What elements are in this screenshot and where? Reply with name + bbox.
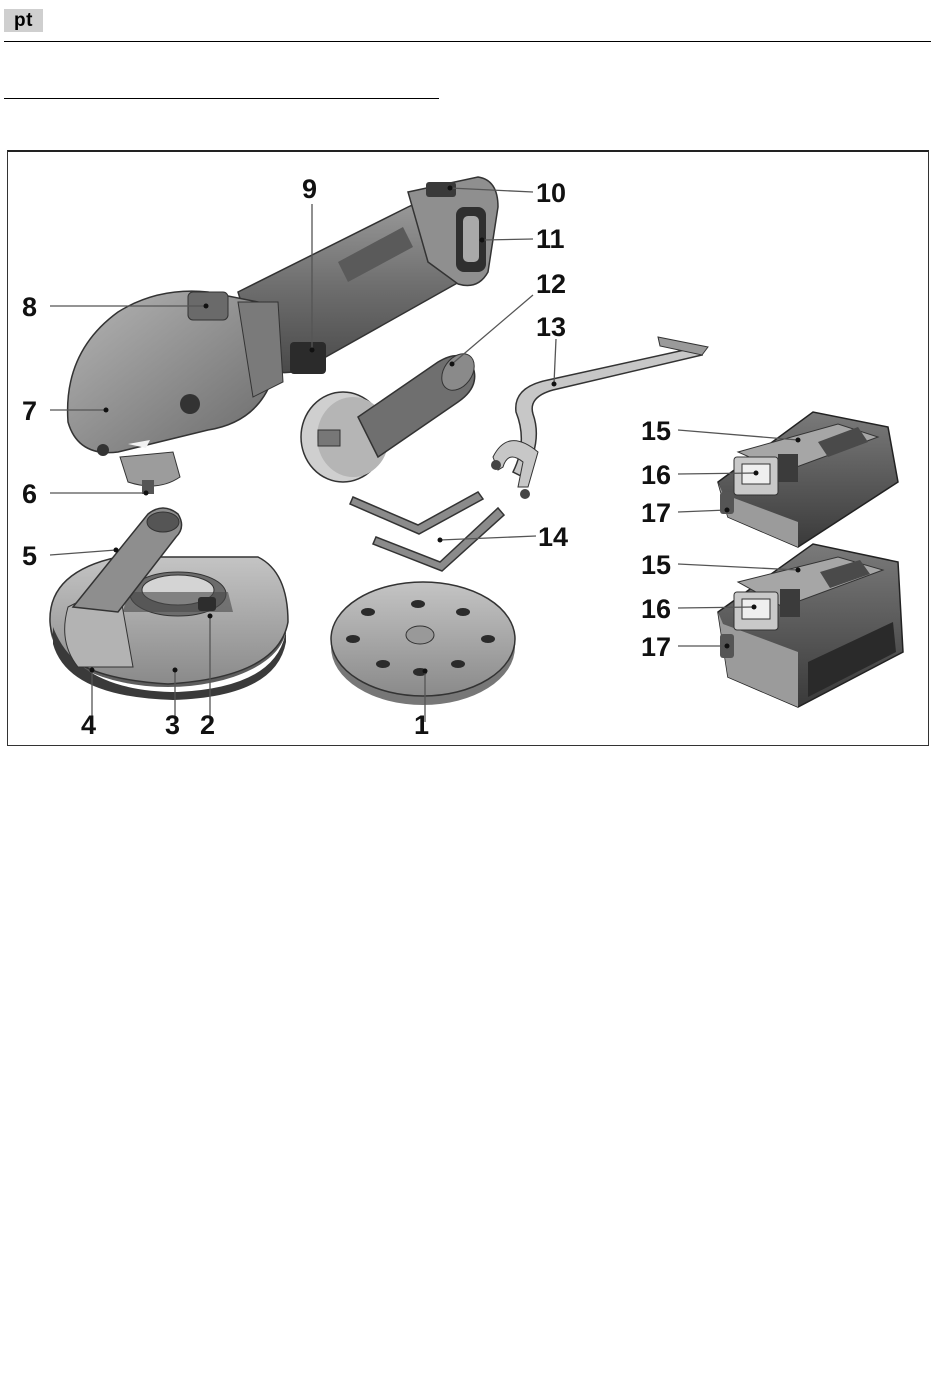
spanner-drawing: [491, 337, 708, 499]
angle-grinder-drawing: [68, 177, 498, 494]
callout-15-top: 15: [641, 416, 671, 446]
callout-7: 7: [22, 396, 37, 426]
battery-pack-small-drawing: [718, 412, 898, 547]
callout-5: 5: [22, 541, 37, 571]
callout-17-top: 17: [641, 498, 671, 528]
callout-10: 10: [536, 178, 566, 208]
language-tag: pt: [4, 9, 43, 32]
callout-11: 11: [536, 224, 565, 254]
callout-17-bottom: 17: [641, 632, 671, 662]
callout-8: 8: [22, 292, 37, 322]
callout-6: 6: [22, 479, 37, 509]
backing-pad-drawing: [331, 582, 515, 705]
section-rule: [4, 98, 439, 99]
callout-15-bottom: 15: [641, 550, 671, 580]
allen-keys-drawing: [350, 492, 504, 571]
callout-16-top: 16: [641, 460, 671, 490]
battery-pack-large-drawing: [718, 544, 903, 707]
callout-3: 3: [165, 710, 180, 740]
product-illustration: 1 2 3 4 5 6 7 8 9 10 11 12 13 14 15 16 1…: [7, 150, 929, 746]
callout-9: 9: [302, 174, 317, 204]
callout-4: 4: [81, 710, 96, 740]
callout-12: 12: [536, 269, 566, 299]
callout-16-bottom: 16: [641, 594, 671, 624]
header-rule: [4, 41, 931, 42]
callout-1: 1: [414, 710, 429, 740]
callout-14: 14: [538, 522, 568, 552]
callout-13: 13: [536, 312, 566, 342]
callout-2: 2: [200, 710, 215, 740]
dust-hood-drawing: [50, 508, 288, 700]
auxiliary-handle-drawing: [301, 348, 481, 482]
